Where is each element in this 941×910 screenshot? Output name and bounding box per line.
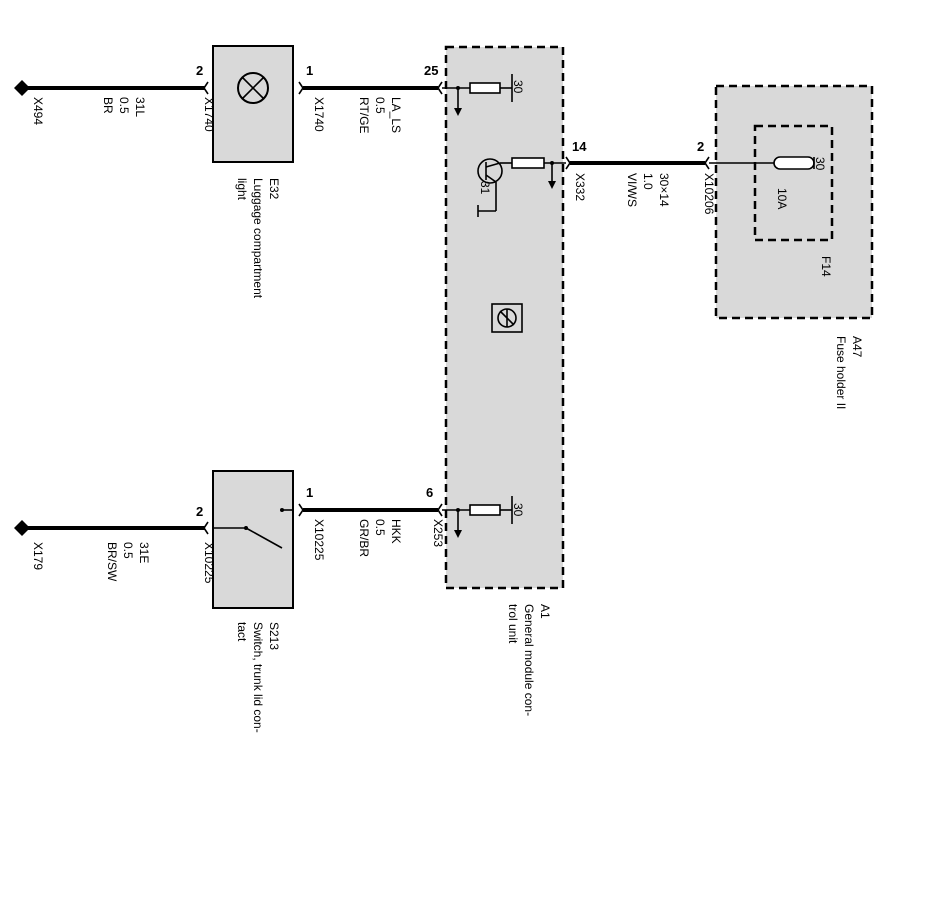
- switch-icon: [213, 508, 293, 549]
- wire-circuit-label: HKK: [389, 519, 403, 544]
- wire-circuit-label: 31L: [133, 97, 147, 117]
- resistor-terminal-label: 30: [511, 503, 525, 517]
- connector-label-x332: X332: [573, 173, 587, 201]
- pin-number: 6: [426, 485, 433, 500]
- component-name-a1-cont: trol unit: [506, 604, 520, 644]
- connector-label-x253: X253: [431, 519, 445, 547]
- a1-general-module-box: [444, 45, 565, 590]
- component-code-a47: A47: [850, 336, 864, 358]
- component-name-e32-cont: light: [235, 178, 249, 201]
- wire-color-label: BR: [101, 97, 115, 114]
- component-name-a47: Fuse holder II: [834, 336, 848, 409]
- fuse-terminal-label: 30: [813, 157, 827, 171]
- wire-color-label: BR/SW: [105, 542, 119, 582]
- wire-size-label: 0.5: [121, 542, 135, 559]
- wire-circuit-label: LA_LS: [389, 97, 403, 133]
- component-code-s213: S213: [267, 622, 281, 650]
- connector-symbol: [437, 503, 443, 517]
- component-name-s213: Switch, trunk lid con-: [251, 622, 265, 733]
- resistor-icon: [442, 496, 513, 538]
- pin-number: 2: [196, 63, 203, 78]
- connector-symbol: [203, 81, 209, 95]
- component-code-a1: A1: [538, 604, 552, 619]
- a47-fuse-holder-box: [714, 84, 874, 320]
- fuse-rating-label: 10A: [775, 188, 789, 209]
- connector-symbol: [298, 81, 304, 95]
- resistor-terminal-label: 30: [511, 80, 525, 94]
- component-name-a1: General module con-: [522, 604, 536, 716]
- control-unit-icon: [491, 303, 523, 333]
- wire-circuit-label: 30×14: [657, 173, 671, 207]
- f14-fuse-box: [753, 124, 834, 242]
- transistor-icon: [477, 157, 566, 217]
- pin-number: 14: [572, 139, 587, 154]
- ground-terminal-x494: [14, 80, 205, 96]
- connector-label-x10225: X10225: [312, 519, 326, 561]
- ground-label-x494: X494: [31, 97, 45, 125]
- connector-symbol: [565, 156, 571, 170]
- wire-size-label: 0.5: [117, 97, 131, 114]
- wire-size-label: 1.0: [641, 173, 655, 190]
- ground-label-x179: X179: [31, 542, 45, 570]
- wire-circuit-label: 31E: [137, 542, 151, 563]
- resistor-icon: [442, 74, 513, 116]
- component-name-s213-cont: tact: [235, 622, 249, 642]
- s213-switch-box: [212, 470, 294, 609]
- component-code-f14: F14: [819, 256, 833, 277]
- connector-symbol: [704, 156, 710, 170]
- connector-symbol: [203, 521, 209, 535]
- ground-terminal-x179: [14, 520, 205, 536]
- wire-color-label: RT/GE: [357, 97, 371, 133]
- connector-symbol: [298, 503, 304, 517]
- connector-symbol: [437, 81, 443, 95]
- wire-size-label: 0.5: [373, 519, 387, 536]
- connector-label-x10225: X10225: [202, 542, 216, 584]
- wire-color-label: GR/BR: [357, 519, 371, 557]
- pin-number: 1: [306, 485, 313, 500]
- lamp-icon: [237, 72, 269, 104]
- transistor-ground-label: 31: [478, 181, 492, 195]
- component-name-e32: Luggage compartment: [251, 178, 265, 299]
- pin-number: 1: [306, 63, 313, 78]
- wire-size-label: 0.5: [373, 97, 387, 114]
- wire-color-label: VI/WS: [625, 173, 639, 207]
- pin-number: 2: [196, 504, 203, 519]
- component-code-e32: E32: [267, 178, 281, 200]
- connector-label-x1740: X1740: [312, 97, 326, 132]
- fuse-icon: [709, 156, 815, 170]
- pin-number: 25: [424, 63, 438, 78]
- pin-number: 2: [697, 139, 704, 154]
- connector-label-x10206: X10206: [702, 173, 716, 215]
- connector-label-x1740: X1740: [202, 97, 216, 132]
